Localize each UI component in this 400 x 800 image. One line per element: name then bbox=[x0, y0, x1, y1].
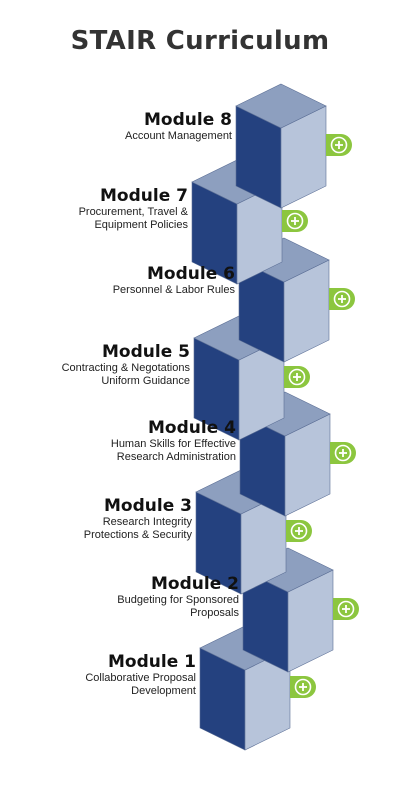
plus-circle-icon bbox=[334, 444, 352, 462]
module-description-line: Account Management bbox=[124, 130, 232, 142]
module-description-line: Protections & Security bbox=[83, 529, 192, 541]
module-title: Module 8 bbox=[144, 110, 232, 130]
module-description-line: Development bbox=[131, 685, 196, 697]
module-title: Module 4 bbox=[148, 418, 236, 438]
module-description-line: Contracting & Negotations bbox=[61, 362, 190, 374]
module-title: Module 5 bbox=[102, 342, 190, 362]
module-2-expand-button[interactable] bbox=[333, 598, 359, 620]
module-title: Module 6 bbox=[147, 264, 235, 284]
module-title: Module 3 bbox=[104, 496, 192, 516]
module-8-expand-button[interactable] bbox=[326, 134, 352, 156]
module-1-expand-button[interactable] bbox=[290, 676, 316, 698]
module-title: Module 7 bbox=[100, 186, 188, 206]
module-5-expand-button[interactable] bbox=[284, 366, 310, 388]
module-6-expand-button[interactable] bbox=[329, 288, 355, 310]
plus-circle-icon bbox=[290, 522, 308, 540]
module-description-line: Collaborative Proposal bbox=[85, 672, 196, 684]
plus-circle-icon bbox=[337, 600, 355, 618]
page-title: STAIR Curriculum bbox=[70, 26, 330, 56]
module-7-expand-button[interactable] bbox=[282, 210, 308, 232]
module-4-expand-button[interactable] bbox=[330, 442, 356, 464]
plus-circle-icon bbox=[286, 212, 304, 230]
plus-circle-icon bbox=[333, 290, 351, 308]
module-title: Module 1 bbox=[108, 652, 196, 672]
plus-circle-icon bbox=[294, 678, 312, 696]
module-description-line: Personnel & Labor Rules bbox=[112, 284, 235, 296]
module-description-line: Procurement, Travel & bbox=[78, 206, 188, 218]
module-title: Module 2 bbox=[151, 574, 239, 594]
plus-circle-icon bbox=[330, 136, 348, 154]
module-8-cube bbox=[235, 83, 327, 209]
module-description-line: Budgeting for Sponsored bbox=[117, 594, 239, 606]
module-description-line: Proposals bbox=[190, 607, 239, 619]
module-3-expand-button[interactable] bbox=[286, 520, 312, 542]
plus-circle-icon bbox=[288, 368, 306, 386]
module-description-line: Research Administration bbox=[116, 451, 236, 463]
module-description-line: Equipment Policies bbox=[94, 219, 188, 231]
cube-top-face bbox=[235, 83, 327, 129]
module-description-line: Research Integrity bbox=[102, 516, 192, 528]
module-description-line: Uniform Guidance bbox=[101, 375, 190, 387]
module-description-line: Human Skills for Effective bbox=[110, 438, 236, 450]
